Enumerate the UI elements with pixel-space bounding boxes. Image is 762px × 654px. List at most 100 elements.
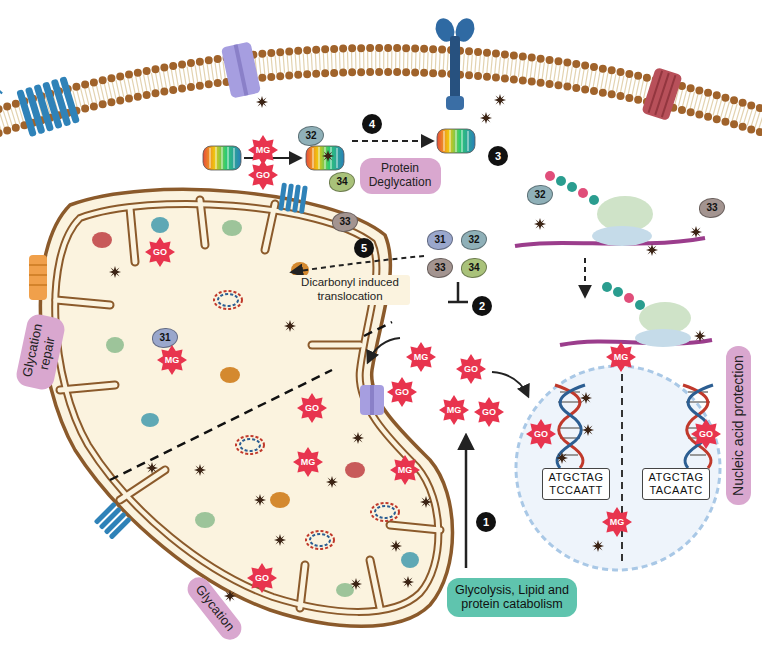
node-text: 3 [495,150,501,163]
protein-subunit: 34 [329,172,355,192]
mitochondrial-proteins [92,217,419,597]
node-text: 1 [483,516,489,529]
membrane-channel [221,41,261,98]
dicarbonyl-star: MG [602,507,632,537]
sequence-box: ATGCTAG TACAATC [642,468,710,500]
node-text: 32 [468,234,479,246]
protein-subunit: 33 [427,258,453,278]
node-text: MG [165,355,180,365]
dashed-arrow [292,256,424,272]
dashed-divider [364,322,392,336]
node-text: GO [153,247,167,257]
star-outline [247,563,277,593]
star-outline [248,160,278,190]
star-outline [293,447,323,477]
dashed-divider [110,370,332,480]
node-text: GO [395,387,409,397]
dicarbonyl-star: MG [157,345,187,375]
protein-subunit: 32 [298,126,324,146]
star-outline [145,237,175,267]
age-adducts [109,266,432,602]
dicarbonyl-star: GO [526,419,556,449]
node-text: Nucleic acid protection [730,355,746,496]
node-text: 32 [534,189,545,201]
age-adduct [256,96,268,108]
node-text: MG [614,352,629,362]
protein-subunit: 32 [527,185,553,205]
star-outline [390,455,420,485]
node-text: GO [464,364,478,374]
dicarbonyl-star: GO [456,354,486,384]
node-text: 4 [369,118,375,131]
membrane-protein [278,182,308,213]
dicarbonyl-star: GO [474,397,504,427]
node-text: GO [482,407,496,417]
node-text: Protein Deglycation [369,162,432,190]
nucleus [516,366,720,570]
dicarbonyl-star: MG [406,342,436,372]
deglycated-protein [437,129,475,153]
membrane-receptor [432,16,477,110]
arrow [368,338,400,362]
dicarbonyl-star: GO [387,377,417,407]
node-text: 31 [434,234,445,246]
membrane-protein [94,502,132,540]
node-text: MG [414,352,429,362]
glycated-protein [306,146,344,170]
star-outline [602,507,632,537]
callout-number: 1 [476,512,496,532]
category-pill: Nucleic acid protection [726,346,751,505]
dicarbonyl-star: MG [390,455,420,485]
protein-subunit: 33 [699,198,725,218]
star-outline [691,419,721,449]
category-pill: Protein Deglycation [360,158,441,194]
node-text: 33 [434,262,445,274]
dicarbonyl-star: MG [606,342,636,372]
dicarbonyl-star: GO [247,563,277,593]
dicarbonyl-star: GO [248,160,278,190]
callout-number: 4 [362,114,382,134]
node-text: GO [256,170,270,180]
node-text: 31 [159,332,170,344]
inhibition-bar [448,282,468,302]
node-text: 33 [339,216,350,228]
node-text: MG [447,405,462,415]
age-adduct [494,94,506,106]
mitochondrion [40,189,452,626]
node-text: 34 [468,262,479,274]
protein-subunit: 31 [427,230,453,250]
node-text: GO [699,429,713,439]
arrow [465,436,468,568]
star-outline [456,354,486,384]
node-text: ATGCTAG TACAATC [648,471,703,496]
ribosome-mrna [515,171,712,347]
callout-number: 5 [354,238,374,258]
membrane-receptor [0,45,80,142]
dicarbonyl-star: MG [293,447,323,477]
membrane-channel [641,67,682,121]
node-text: MG [301,457,316,467]
star-outline [157,345,187,375]
arrow [492,372,528,396]
node-text: 34 [336,176,347,188]
star-outline [606,342,636,372]
callout-number: 3 [488,146,508,166]
dicarbonyl-star: GO [297,393,327,423]
protein [203,146,241,170]
node-text: 5 [361,242,367,255]
node-text: 33 [706,202,717,214]
dashed-arrow [352,140,432,142]
cell-membrane [0,48,762,136]
protein-subunit: 34 [461,258,487,278]
node-text: GO [255,573,269,583]
star-outline [474,397,504,427]
node-text: MG [256,145,271,155]
star-outline [526,419,556,449]
node-text: ATGCTAG TCCAATT [548,471,603,496]
dicarbonyl-star: GO [691,419,721,449]
label-text: Dicarbonyl induced translocation [292,276,408,304]
mitochondrial-dna [214,291,399,549]
star-outline [439,395,469,425]
